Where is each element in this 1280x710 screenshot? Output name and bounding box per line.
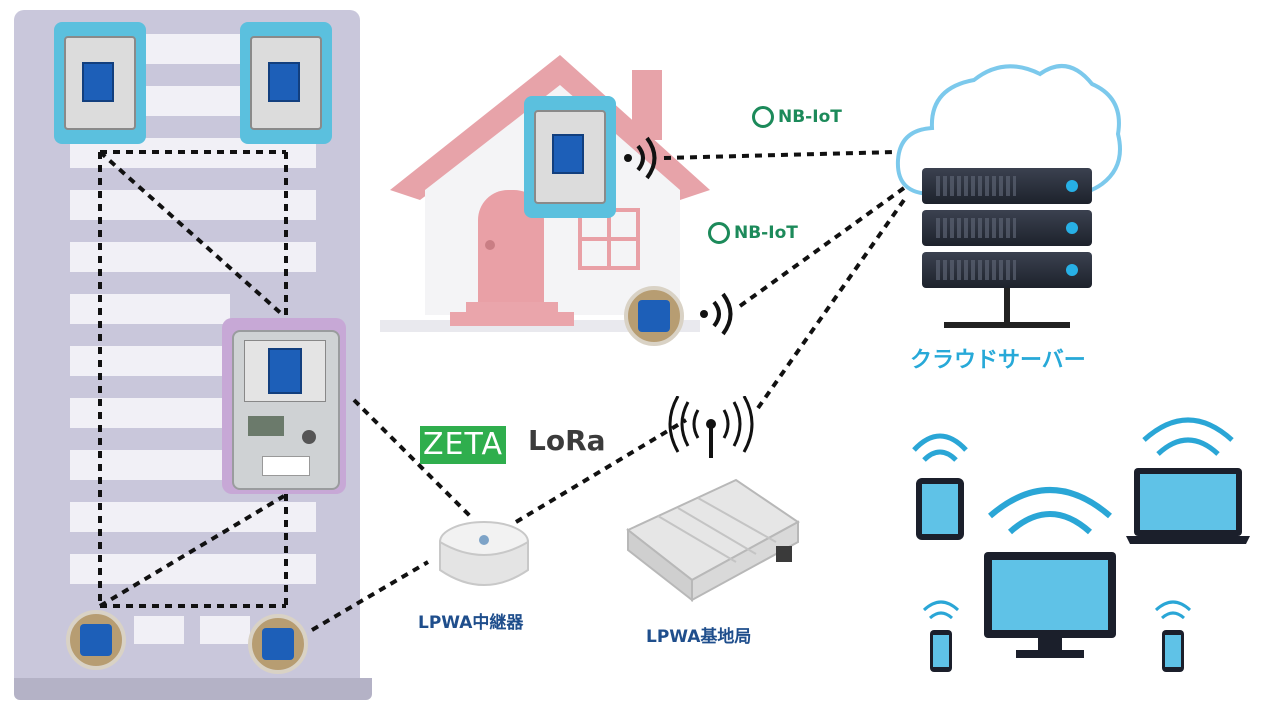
- zeta-logo: ZETA: [420, 426, 506, 464]
- building-floor: [70, 294, 230, 324]
- laptop-icon: [1126, 417, 1250, 544]
- meter-icon: [524, 96, 616, 218]
- nbiot-badge: NB-IoT: [708, 222, 798, 244]
- building-floor: [70, 398, 230, 428]
- building-floor: [134, 616, 184, 644]
- wireless-signal-icon: [624, 136, 657, 180]
- meter-icon: [248, 614, 308, 674]
- wireless-signal-icon: [700, 292, 733, 336]
- building-floor: [200, 616, 250, 644]
- server-stand: [1004, 288, 1010, 324]
- meter-icon: [54, 22, 146, 144]
- meter-icon: [240, 22, 332, 144]
- cloud-server-label: クラウドサーバー: [910, 348, 1086, 373]
- base-station-icon: [626, 478, 800, 603]
- smart-meter-icon: [222, 318, 346, 494]
- building-floor: [70, 450, 230, 480]
- server-icon: [922, 252, 1092, 288]
- lpwa-base-station-label: LPWA基地局: [646, 627, 752, 647]
- antenna-icon: [668, 396, 754, 458]
- building-base: [14, 678, 372, 700]
- nbiot-label: NB-IoT: [734, 223, 798, 243]
- globe-icon: [708, 222, 730, 244]
- building-floor: [70, 554, 316, 584]
- meter-icon: [66, 610, 126, 670]
- globe-icon: [752, 106, 774, 128]
- nbiot-badge: NB-IoT: [752, 106, 842, 128]
- server-icon: [922, 168, 1092, 204]
- cloud-icon: [895, 64, 1122, 196]
- building-floor: [70, 190, 316, 220]
- monitor-icon: [984, 487, 1116, 658]
- smartphone-icon: [922, 600, 960, 672]
- building-floor: [70, 502, 316, 532]
- server-stand-base: [944, 322, 1070, 328]
- building-floor: [70, 346, 230, 376]
- lora-logo: LoRa: [528, 424, 606, 457]
- lpwa-repeater-label: LPWA中継器: [418, 613, 524, 633]
- devices-group: [912, 417, 1250, 672]
- nbiot-label: NB-IoT: [778, 107, 842, 127]
- smartphone-icon: [1154, 600, 1192, 672]
- meter-icon: [624, 286, 684, 346]
- repeater-icon: [439, 521, 529, 586]
- tablet-icon: [912, 433, 968, 540]
- server-icon: [922, 210, 1092, 246]
- building-floor: [70, 242, 316, 272]
